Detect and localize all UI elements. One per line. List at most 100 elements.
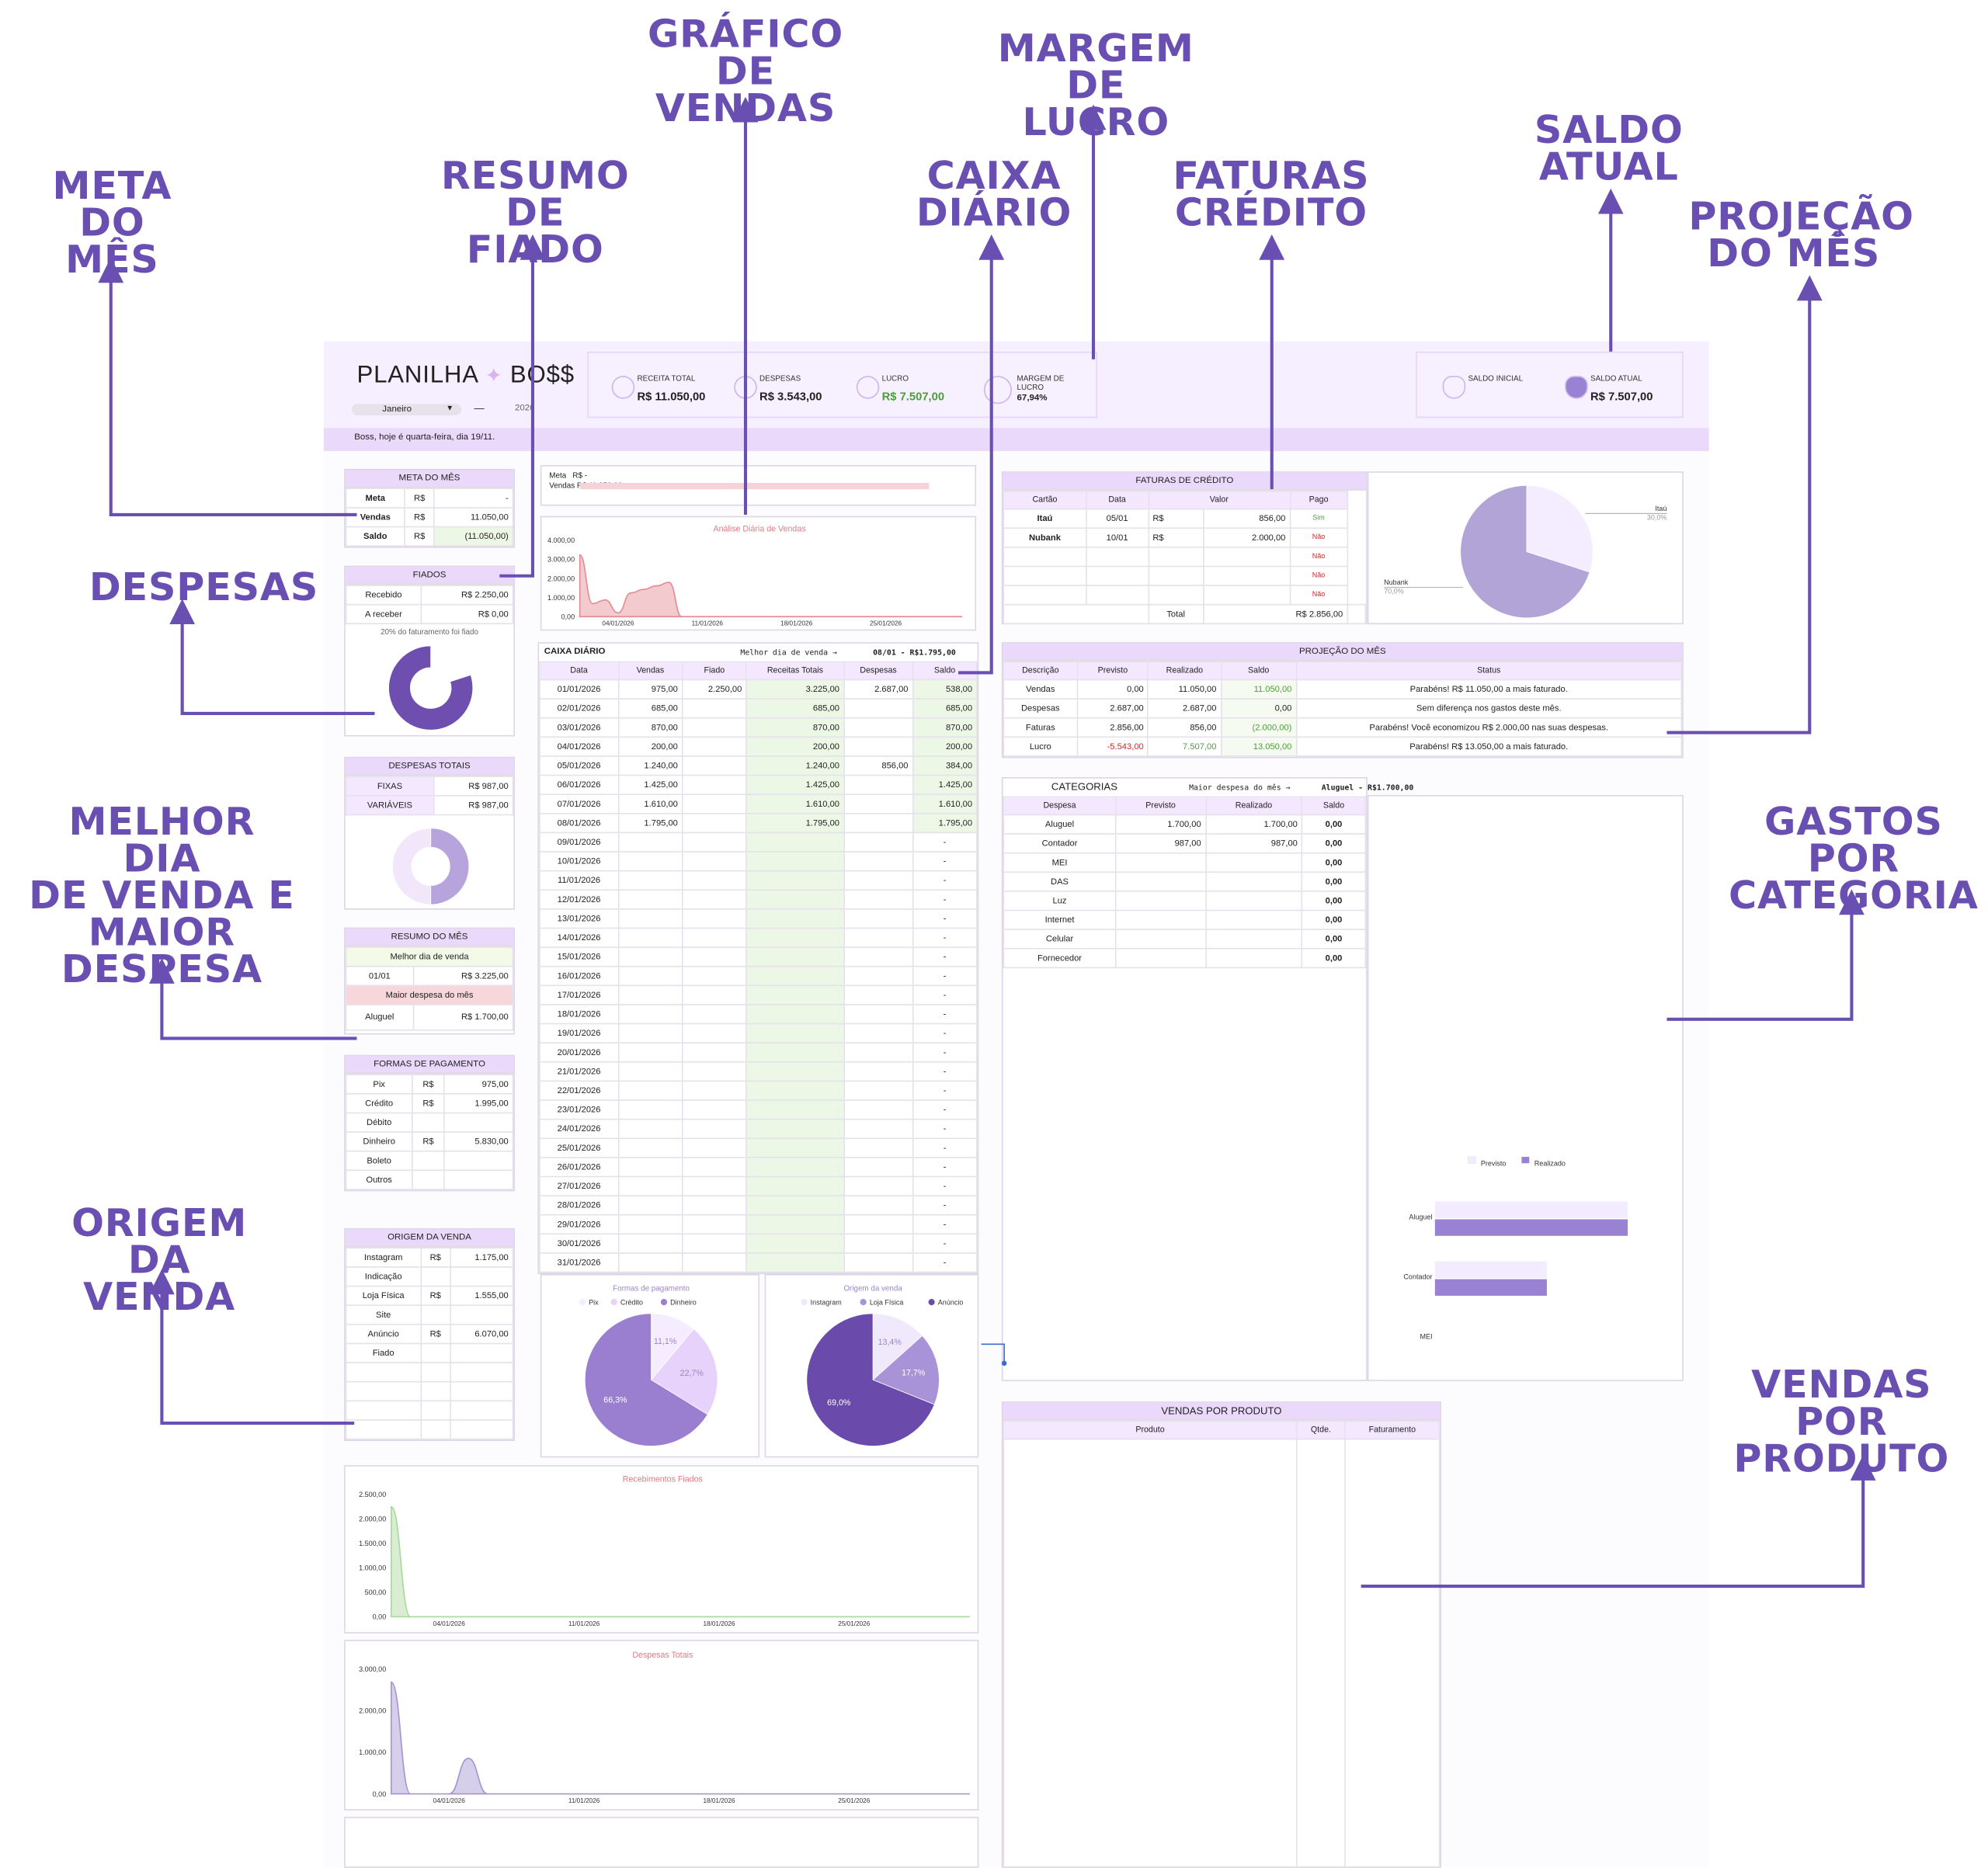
caixa-cell (843, 927, 914, 948)
despesas-chart-ytick: 3.000,00 (359, 1665, 386, 1673)
despesas-chart-xtick: 04/01/2026 (433, 1797, 465, 1804)
caixa-cell: 11/01/2026 (539, 870, 619, 891)
projecao-cell: Parabéns! Você economizou R$ 2.000,00 na… (1295, 717, 1683, 738)
meta-cell: (11.050,00) (433, 526, 514, 547)
categorias-cell: 1.700,00 (1204, 814, 1303, 835)
origem-cell (419, 1362, 451, 1383)
caixa-cell (746, 1118, 845, 1140)
despesas-totais-cell: FIXAS (345, 776, 435, 797)
arrow-meta (98, 257, 357, 517)
cat-legend-label: Previsto (1481, 1160, 1507, 1168)
formas-title: FORMAS DE PAGAMENTO (345, 1056, 514, 1075)
caixa-cell (843, 1137, 914, 1158)
faturas-cell (1147, 565, 1204, 586)
categorias-cell: Celular (1003, 929, 1117, 950)
caixa-cell: 08/01/2026 (539, 812, 619, 834)
caixa-cell: 384,00 (912, 755, 978, 776)
caixa-cell (843, 1080, 914, 1101)
caixa-row: 26/01/2026- (539, 1157, 978, 1178)
origem-row (345, 1362, 514, 1383)
despesas-area-chart: Despesas Totais3.000,002.000,001.000,000… (359, 1651, 970, 1804)
caixa-cell: 2.250,00 (681, 679, 747, 700)
caixa-cell (746, 1023, 845, 1044)
meta-cell: R$ (404, 526, 436, 547)
caixa-cell: 29/01/2026 (539, 1214, 619, 1235)
formas-pie-title: Formas de pagamento (613, 1284, 690, 1293)
cat-legend-swatch (1468, 1156, 1476, 1164)
worst-expense-label: Maior despesa do mês (345, 984, 514, 1005)
meta-cell: R$ (404, 488, 436, 509)
dash-separator: — (474, 402, 485, 415)
caixa-cell (617, 965, 683, 987)
vendas-progress-bar (579, 482, 930, 490)
origem-pie-slice-label: 13,4% (878, 1338, 902, 1347)
caixa-cell (843, 1004, 914, 1025)
faturas-cell (1147, 547, 1204, 568)
categorias-header: Realizado (1204, 796, 1303, 816)
formas-cell (443, 1150, 514, 1172)
categorias-cell: 0,00 (1301, 891, 1367, 911)
faturas-cell (1202, 585, 1291, 606)
caixa-cell: 27/01/2026 (539, 1175, 619, 1196)
caixa-cell: 12/01/2026 (539, 889, 619, 910)
caixa-cell (843, 965, 914, 987)
caixa-cell (843, 946, 914, 967)
projecao-cell: Vendas (1003, 679, 1079, 700)
origem-pie-legend-swatch (860, 1299, 867, 1306)
origem-pie-legend-swatch (801, 1299, 808, 1306)
categorias-cell: 1.700,00 (1114, 814, 1207, 835)
caixa-cell (843, 736, 914, 757)
caixa-cell (843, 1252, 914, 1273)
caixa-cell (681, 1004, 747, 1025)
caixa-cell: 24/01/2026 (539, 1118, 619, 1140)
meta-cell: Vendas (345, 507, 405, 528)
projecao-cell: 2.687,00 (1147, 698, 1222, 719)
caixa-row: 18/01/2026- (539, 1004, 978, 1025)
fiados-note: 20% do faturamento foi fiado (381, 629, 478, 637)
origem-cell: Anúncio (345, 1324, 422, 1345)
caixa-header: Receitas Totais (746, 661, 845, 681)
meta-bar-panel: Meta R$ - Vendas R$ 11.050,00 (540, 464, 977, 506)
caixa-cell (617, 946, 683, 967)
faturas-cell (1085, 547, 1149, 568)
origem-pie-title: Origem da venda (843, 1284, 902, 1293)
faturas-total-spacer (1003, 603, 1149, 625)
caixa-cell: 200,00 (617, 736, 683, 757)
caixa-cell (617, 1118, 683, 1140)
formas-cell (443, 1169, 514, 1190)
categorias-bar-chart: PrevistoRealizadoAluguelContadorMEIDASLu… (1396, 1156, 1628, 1682)
fiados-cell: R$ 0,00 (420, 603, 514, 625)
categorias-cell: DAS (1003, 871, 1117, 892)
month-select[interactable]: Janeiro▼ (351, 404, 462, 415)
categorias-cell (1114, 852, 1207, 873)
faturas-cell (1003, 565, 1087, 586)
fiado-donut-chart (388, 645, 474, 731)
caixa-cell (843, 793, 914, 814)
formas-row: Boleto (345, 1150, 514, 1172)
origem-cell (345, 1419, 422, 1440)
caixa-cell: 200,00 (746, 736, 845, 757)
caixa-cell (681, 793, 747, 814)
projecao-cell: 13.050,00 (1220, 736, 1297, 757)
caixa-cell (843, 774, 914, 796)
origem-cell (449, 1304, 514, 1325)
formas-pie-legend-label: Dinheiro (670, 1298, 697, 1306)
year-value[interactable]: 2026 (514, 404, 535, 413)
